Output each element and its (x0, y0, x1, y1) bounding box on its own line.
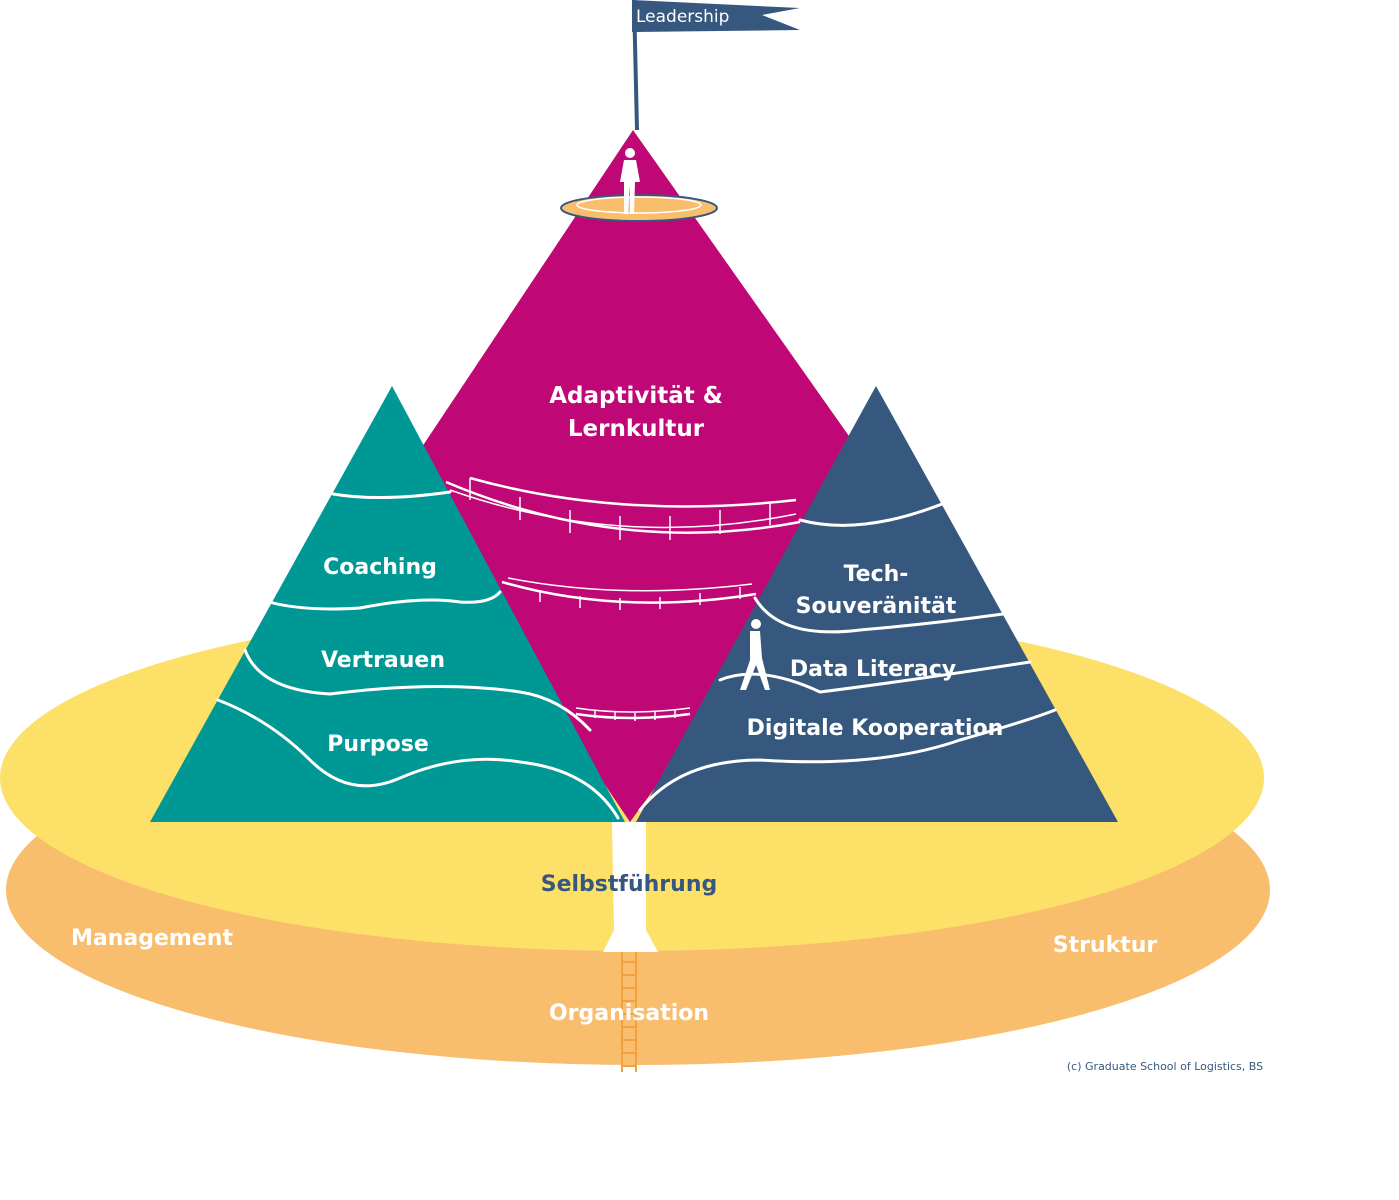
ladder-icon (621, 950, 637, 1072)
left-layer-coaching: Coaching (323, 555, 437, 580)
bridge-icon (445, 476, 801, 540)
center-label-line2: Lernkultur (568, 416, 705, 442)
trunk (603, 822, 658, 952)
bridge-icon (575, 707, 691, 721)
left-layer-purpose: Purpose (327, 732, 429, 757)
left-layer-vertrauen: Vertrauen (321, 648, 445, 673)
flag-icon (632, 0, 800, 131)
right-layer-souveraenitaet: Souveränität (796, 594, 957, 619)
right-peak (636, 386, 1118, 822)
flag-label: Leadership (636, 7, 729, 27)
selbstfuehrung-label: Selbstführung (541, 872, 717, 897)
struktur-label: Struktur (1053, 933, 1158, 958)
management-label: Management (71, 926, 233, 951)
copyright-text: (c) Graduate School of Logistics, BS (1067, 1060, 1263, 1073)
right-layer-digitale-kooperation: Digitale Kooperation (747, 716, 1004, 741)
organisation-label: Organisation (549, 1001, 709, 1026)
center-label-line1: Adaptivität & (549, 383, 723, 409)
right-layer-data-literacy: Data Literacy (790, 657, 956, 682)
person-standing-icon (620, 148, 640, 214)
person-walking-icon (740, 619, 770, 690)
lookout-platform-icon (560, 194, 718, 222)
bridge-icon (501, 577, 757, 610)
right-layer-tech: Tech- (844, 562, 909, 587)
